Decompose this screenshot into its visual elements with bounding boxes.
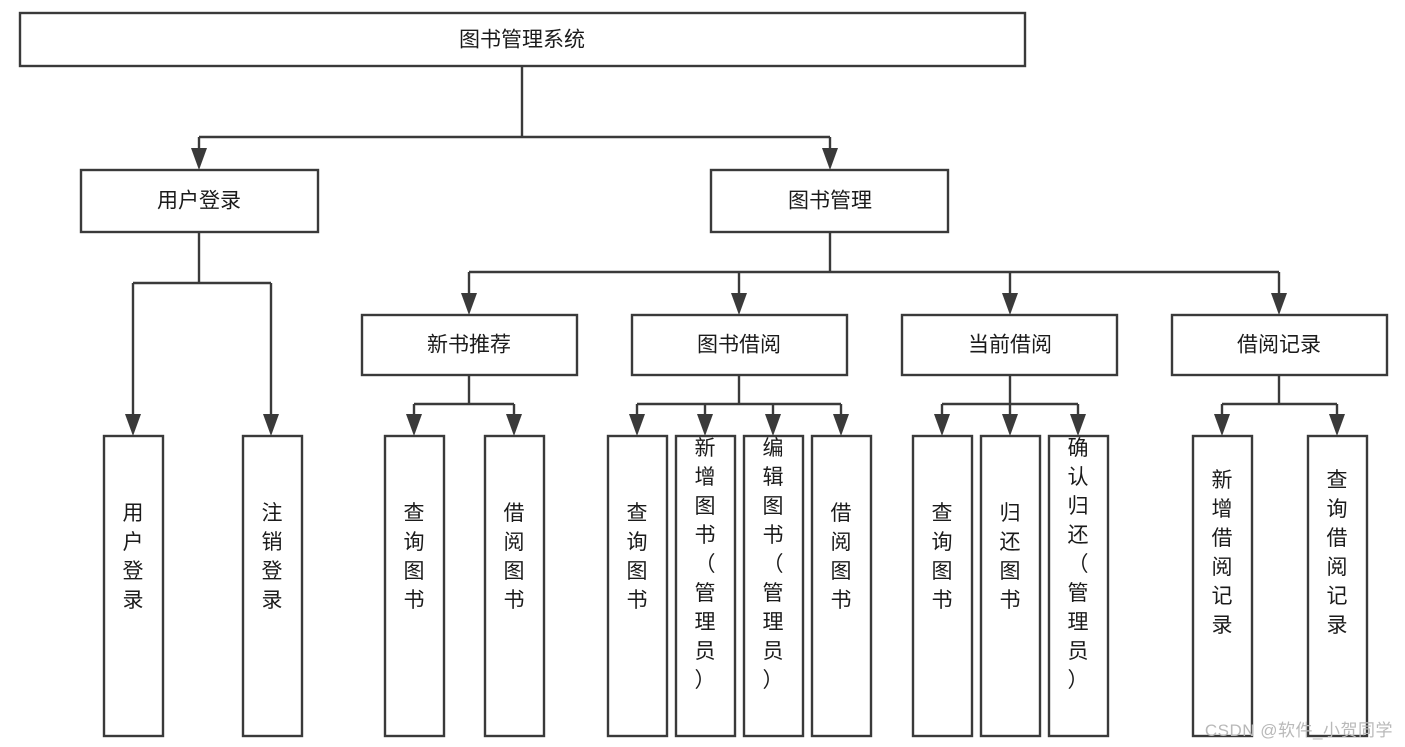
leaf-user-login-2-box[interactable]	[241, 434, 304, 738]
leaf-current-borrow-1-label: 查询图书	[932, 502, 953, 612]
leaf-current-borrow-1[interactable]: 查询图书	[911, 434, 974, 738]
leaf-user-login-2-label: 注销登录	[262, 502, 283, 612]
leaf-new-book-1-label: 查询图书	[404, 502, 425, 612]
leaf-user-login-1-label: 用户登录	[123, 502, 144, 612]
leaf-book-borrow-3[interactable]: 编辑图书（管理员）	[742, 434, 805, 738]
leaf-user-login-1[interactable]: 用户登录	[102, 434, 165, 738]
leaf-current-borrow-2-label: 归还图书	[1000, 502, 1021, 612]
arrow-leaf-current-borrow-1	[934, 414, 950, 436]
leaf-new-book-2[interactable]: 借阅图书	[483, 434, 546, 738]
leaf-book-borrow-4-box[interactable]	[810, 434, 873, 738]
leaf-user-login-1-box[interactable]	[102, 434, 165, 738]
node-book-borrow-box[interactable]	[630, 313, 849, 377]
node-root-label: 图书管理系统	[459, 29, 585, 52]
node-book-manage-box[interactable]	[709, 168, 950, 234]
node-book-borrow-label: 图书借阅	[697, 334, 781, 357]
node-borrow-record[interactable]: 借阅记录	[1170, 313, 1389, 377]
node-new-book-recommend-label: 新书推荐	[427, 334, 511, 357]
leaf-current-borrow-3[interactable]: 确认归还（管理员）	[1047, 434, 1110, 738]
arrow-leaf-user-login-2	[263, 414, 279, 436]
arrow-user-login	[191, 148, 207, 170]
arrow-leaf-book-borrow-1	[629, 414, 645, 436]
node-current-borrow-box[interactable]	[900, 313, 1119, 377]
leaf-book-borrow-2-box[interactable]	[674, 434, 737, 738]
arrow-leaf-new-book-1	[406, 414, 422, 436]
leaf-new-book-1-box[interactable]	[383, 434, 446, 738]
csdn-watermark: CSDN @软件_小贺同学	[1204, 721, 1393, 740]
leaf-current-borrow-2[interactable]: 归还图书	[979, 434, 1042, 738]
arrow-leaf-book-borrow-3	[765, 414, 781, 436]
arrow-borrow-record	[1271, 293, 1287, 315]
node-book-manage[interactable]: 图书管理	[709, 168, 950, 234]
leaf-book-borrow-4[interactable]: 借阅图书	[810, 434, 873, 738]
arrow-leaf-user-login-1	[125, 414, 141, 436]
leaf-book-borrow-3-label: 编辑图书（管理员）	[763, 437, 784, 692]
leaf-current-borrow-3-label: 确认归还（管理员）	[1068, 437, 1089, 692]
connector-group	[125, 66, 1345, 436]
leaf-user-login-2[interactable]: 注销登录	[241, 434, 304, 738]
node-current-borrow-label: 当前借阅	[968, 334, 1052, 357]
leaf-current-borrow-3-box[interactable]	[1047, 434, 1110, 738]
node-user-login-label: 用户登录	[157, 190, 241, 213]
arrow-leaf-book-borrow-2	[697, 414, 713, 436]
node-user-login-box[interactable]	[79, 168, 320, 234]
node-root-box[interactable]	[18, 11, 1027, 68]
leaf-book-borrow-2-label: 新增图书（管理员）	[695, 437, 716, 692]
leaf-borrow-record-2[interactable]: 查询借阅记录	[1306, 434, 1369, 738]
leaf-borrow-record-2-label: 查询借阅记录	[1327, 469, 1348, 637]
leaf-book-borrow-4-label: 借阅图书	[831, 502, 852, 612]
node-book-borrow[interactable]: 图书借阅	[630, 313, 849, 377]
arrow-new-book	[461, 293, 477, 315]
node-current-borrow[interactable]: 当前借阅	[900, 313, 1119, 377]
node-root[interactable]: 图书管理系统	[18, 11, 1027, 68]
node-new-book-recommend-box[interactable]	[360, 313, 579, 377]
node-book-manage-label: 图书管理	[788, 190, 872, 213]
leaf-borrow-record-1-box[interactable]	[1191, 434, 1254, 738]
leaf-book-borrow-3-box[interactable]	[742, 434, 805, 738]
leaf-current-borrow-2-box[interactable]	[979, 434, 1042, 738]
leaf-new-book-2-box[interactable]	[483, 434, 546, 738]
node-borrow-record-box[interactable]	[1170, 313, 1389, 377]
arrow-leaf-book-borrow-4	[833, 414, 849, 436]
arrow-leaf-current-borrow-3	[1070, 414, 1086, 436]
node-user-login[interactable]: 用户登录	[79, 168, 320, 234]
node-new-book-recommend[interactable]: 新书推荐	[360, 313, 579, 377]
leaf-new-book-2-label: 借阅图书	[504, 502, 525, 612]
arrow-leaf-borrow-record-2	[1329, 414, 1345, 436]
arrow-leaf-new-book-2	[506, 414, 522, 436]
leaf-current-borrow-1-box[interactable]	[911, 434, 974, 738]
arrow-book-manage	[822, 148, 838, 170]
leaf-borrow-record-2-box[interactable]	[1306, 434, 1369, 738]
arrow-leaf-borrow-record-1	[1214, 414, 1230, 436]
leaf-borrow-record-1-label: 新增借阅记录	[1212, 469, 1233, 637]
arrow-current-borrow	[1002, 293, 1018, 315]
arrow-leaf-current-borrow-2	[1002, 414, 1018, 436]
leaf-book-borrow-1-box[interactable]	[606, 434, 669, 738]
leaf-new-book-1[interactable]: 查询图书	[383, 434, 446, 738]
arrow-book-borrow	[731, 293, 747, 315]
leaf-borrow-record-1[interactable]: 新增借阅记录	[1191, 434, 1254, 738]
leaf-book-borrow-1[interactable]: 查询图书	[606, 434, 669, 738]
node-borrow-record-label: 借阅记录	[1237, 334, 1321, 357]
leaf-book-borrow-2[interactable]: 新增图书（管理员）	[674, 434, 737, 738]
leaf-book-borrow-1-label: 查询图书	[627, 502, 648, 612]
